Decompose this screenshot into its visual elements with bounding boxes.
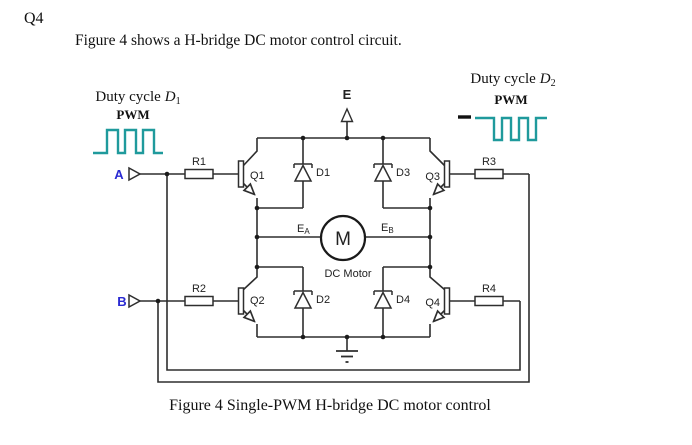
q2-base-bar (237, 287, 245, 315)
q4-base-bar (443, 287, 451, 315)
pwm2-label: PWM (494, 92, 527, 107)
d3-diode-icon (373, 163, 393, 182)
q1-base-bar (237, 160, 245, 188)
r2-label: R2 (192, 283, 206, 295)
r1-resistor-icon (184, 168, 214, 180)
d2-label: D2 (316, 294, 330, 306)
r3-label: R3 (482, 156, 496, 168)
q4-label: Q4 (425, 297, 440, 309)
junction-dots (155, 135, 433, 340)
r2-resistor-icon (184, 295, 214, 307)
ground-icon (336, 350, 358, 363)
q3-base-bar (443, 160, 451, 188)
supply-arrow-icon (340, 107, 354, 123)
r4-label: R4 (482, 283, 496, 295)
input-b-port-icon (128, 293, 142, 309)
motor-circle-icon (319, 214, 367, 262)
d1-label: D1 (316, 167, 330, 179)
transistor-bars (237, 160, 451, 315)
figure-caption: Figure 4 Single-PWM H-bridge DC motor co… (169, 397, 491, 414)
d4-label: D4 (396, 294, 410, 306)
r4-resistor-icon (474, 295, 504, 307)
input-a-label: A (114, 167, 124, 182)
intro-text: Figure 4 shows a H-bridge DC motor contr… (75, 32, 402, 49)
question-number: Q4 (24, 10, 44, 27)
r3-resistor-icon (474, 168, 504, 180)
pwm2-waveform-icon (475, 116, 547, 142)
motor-symbol-label: M (335, 229, 351, 250)
circuit-wires (140, 121, 530, 383)
d1-diode-icon (293, 163, 313, 182)
input-a-port-icon (128, 166, 142, 182)
pwm1-label: PWM (116, 107, 149, 122)
q3-label: Q3 (425, 171, 440, 183)
q3-emitter-arrow-icon (434, 182, 446, 194)
supply-label: E (343, 87, 352, 102)
d2-diode-icon (293, 290, 313, 309)
diode-symbols (293, 163, 393, 309)
input-b-label: B (117, 294, 126, 309)
q2-emitter-arrow-icon (242, 309, 254, 321)
terminal-eb-label: EB (381, 222, 394, 235)
motor-label: DC Motor (324, 268, 371, 280)
q1-emitter-arrow-icon (242, 182, 254, 194)
d3-label: D3 (396, 167, 410, 179)
resistor-symbols (184, 168, 504, 307)
emitter-arrows (242, 182, 446, 321)
q1-label: Q1 (250, 170, 265, 182)
r1-label: R1 (192, 156, 206, 168)
q4-emitter-arrow-icon (434, 309, 446, 321)
terminal-ea-label: EA (297, 223, 310, 236)
pwm1-waveform-icon (93, 128, 163, 155)
d4-diode-icon (373, 290, 393, 309)
q2-label: Q2 (250, 295, 265, 307)
